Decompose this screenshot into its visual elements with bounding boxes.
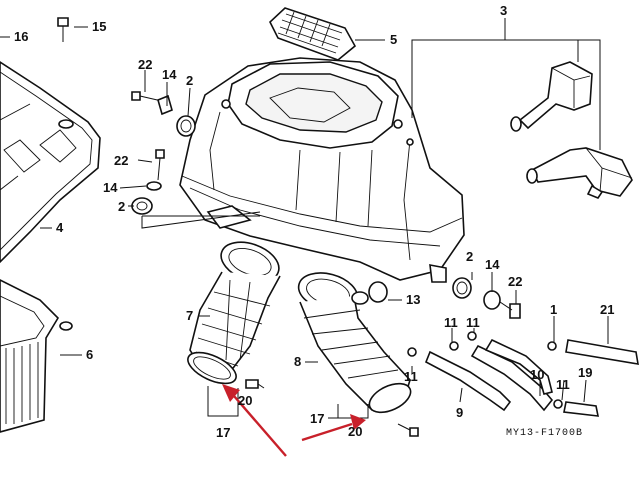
label-part-10: 10	[530, 367, 545, 382]
label-part-17: 17	[216, 425, 231, 440]
intake-tube-left	[187, 241, 281, 385]
top-grip-cover	[269, 7, 357, 61]
label-part-14: 14	[103, 180, 118, 195]
label-part-3: 3	[500, 3, 508, 18]
label-part-5: 5	[390, 32, 398, 47]
label-part-1: 1	[550, 302, 558, 317]
label-part-22: 22	[138, 57, 153, 72]
drawing-code: MY13-F1700B	[506, 428, 584, 439]
filter-element	[0, 279, 73, 433]
breather-pipes	[510, 61, 633, 199]
label-part-11: 11	[444, 315, 458, 330]
label-part-11: 11	[556, 377, 570, 392]
label-part-7: 7	[186, 308, 194, 323]
label-part-2: 2	[118, 199, 126, 214]
label-part-22: 22	[508, 274, 523, 289]
label-part-22: 22	[114, 153, 129, 168]
label-part-13: 13	[406, 292, 421, 307]
label-part-20: 20	[238, 393, 253, 408]
label-part-14: 14	[162, 67, 177, 82]
label-part-2: 2	[466, 249, 474, 264]
label-part-16: 16	[14, 29, 29, 44]
label-part-14: 14	[485, 257, 500, 272]
intake-tube-right	[297, 272, 412, 414]
label-part-15: 15	[92, 19, 107, 34]
label-part-2: 2	[186, 73, 194, 88]
label-part-6: 6	[86, 347, 94, 362]
label-part-4: 4	[56, 220, 64, 235]
fasteners	[57, 17, 521, 437]
air-box-housing	[179, 57, 465, 283]
label-part-17: 17	[310, 411, 325, 426]
highlight-arrows	[222, 384, 366, 457]
label-part-11: 11	[404, 369, 418, 384]
label-part-20: 20	[348, 424, 363, 439]
label-part-21: 21	[600, 302, 615, 317]
left-cover	[0, 61, 101, 264]
label-part-11: 11	[466, 315, 480, 330]
drain-hoses	[407, 331, 639, 417]
label-part-19: 19	[578, 365, 593, 380]
leader-lines	[0, 18, 609, 419]
label-part-8: 8	[294, 354, 302, 369]
label-part-9: 9	[456, 405, 464, 420]
